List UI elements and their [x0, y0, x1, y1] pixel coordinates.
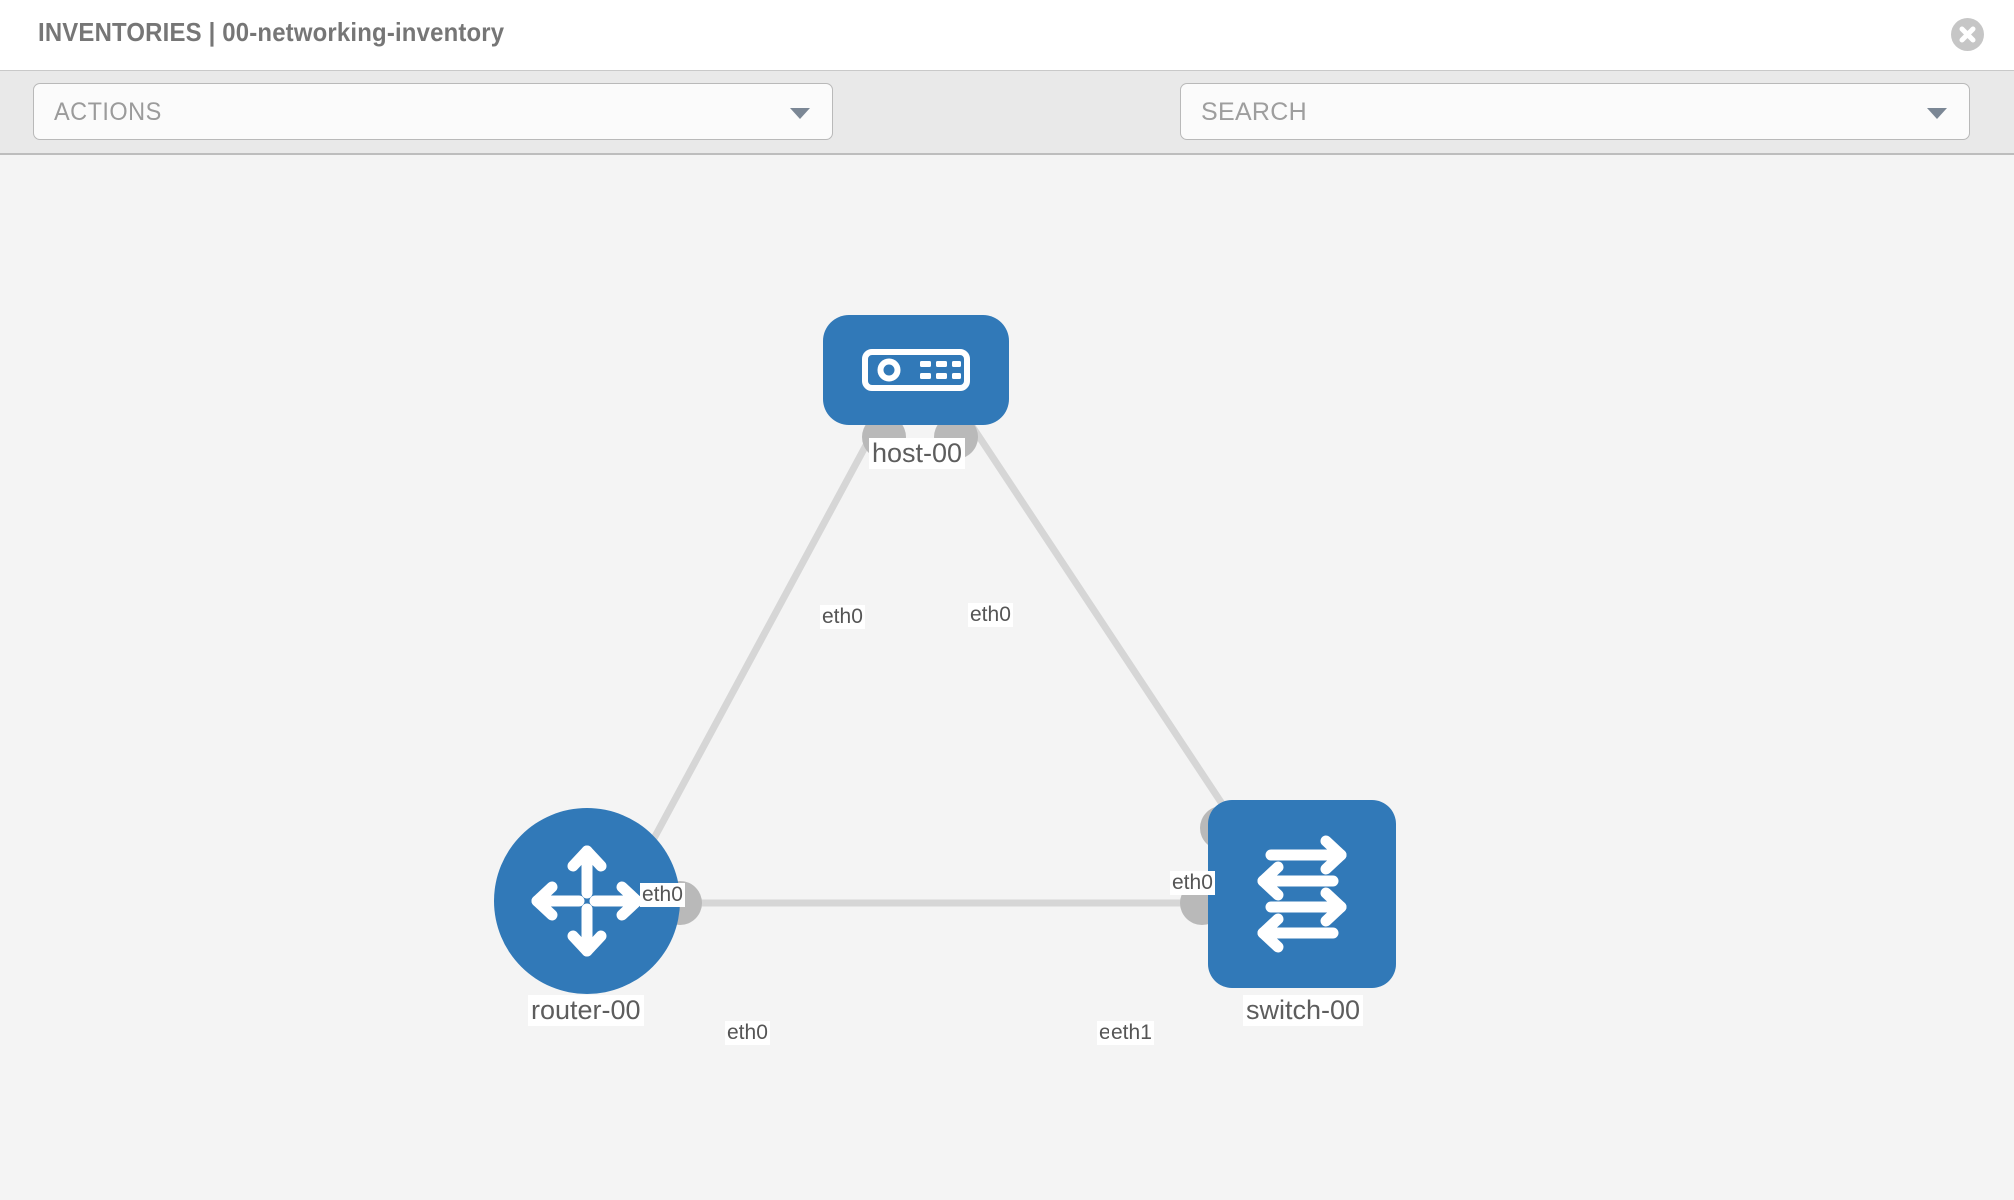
page-title: INVENTORIES | 00-networking-inventory	[38, 17, 505, 47]
close-icon[interactable]	[1951, 18, 1984, 51]
toolbar: ACTIONS SEARCH	[0, 70, 2014, 197]
router-arrows-icon	[531, 845, 643, 957]
search-input[interactable]: SEARCH	[1180, 83, 1970, 140]
iface-label-switch-left-b: eth1	[1109, 1021, 1154, 1045]
actions-dropdown[interactable]: ACTIONS	[33, 83, 833, 140]
iface-label-router-right: eth0	[725, 1021, 770, 1045]
node-label-switch-00: switch-00	[1243, 995, 1364, 1026]
chevron-down-icon[interactable]	[1927, 108, 1947, 119]
switch-arrows-icon	[1257, 835, 1347, 953]
topology-canvas[interactable]: host-00 router-00 switch-00 eth0 eth0 et…	[0, 155, 2014, 1200]
server-icon	[862, 349, 970, 391]
search-placeholder: SEARCH	[1201, 98, 1307, 126]
link-host-router	[641, 421, 882, 857]
node-label-router-00: router-00	[528, 995, 644, 1026]
topology-node-host-00[interactable]	[823, 315, 1009, 425]
page-header: INVENTORIES | 00-networking-inventory	[0, 0, 2014, 70]
actions-dropdown-label: ACTIONS	[54, 98, 162, 126]
iface-label-host-left: eth0	[820, 605, 865, 629]
iface-label-host-right: eth0	[968, 603, 1013, 627]
link-host-switch	[967, 421, 1251, 845]
topology-links	[641, 421, 1251, 907]
topology-graph	[641, 415, 1251, 925]
chevron-down-icon	[790, 108, 810, 119]
iface-label-router-uplink: eth0	[640, 883, 685, 907]
node-label-host-00: host-00	[869, 438, 966, 469]
iface-label-switch-uplink: eth0	[1170, 871, 1215, 895]
topology-node-switch-00[interactable]	[1208, 800, 1396, 988]
